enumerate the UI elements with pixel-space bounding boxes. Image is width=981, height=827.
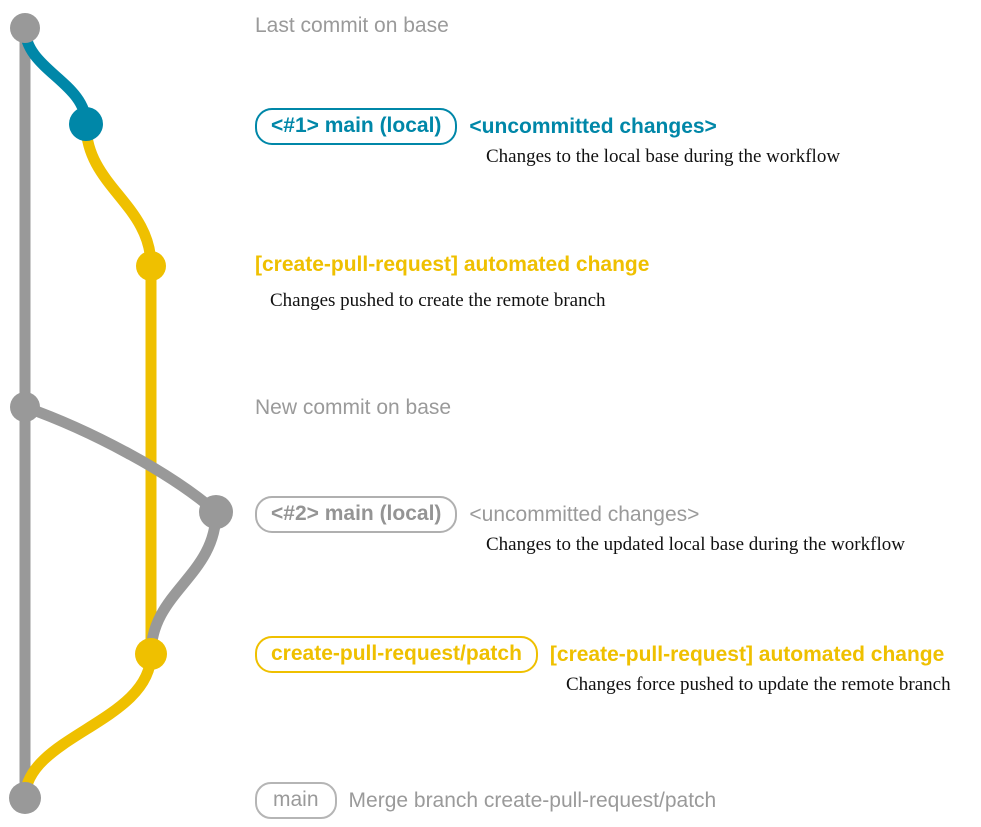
row-local-change-1: <#1> main (local) <uncommitted changes> (255, 108, 717, 146)
commit-subject-merge: Merge branch create-pull-request/patch (348, 788, 717, 812)
commit-subject-automated-change-2: [create-pull-request] automated change (549, 642, 945, 666)
node-base-merge (9, 782, 41, 814)
row-automated-change-2: create-pull-request/patch [create-pull-r… (255, 636, 945, 674)
row-merge-commit: main Merge branch create-pull-request/pa… (255, 782, 717, 820)
edge-patch2-to-merge (19, 648, 157, 804)
headline-last-commit-on-base: Last commit on base (255, 14, 449, 37)
commit-nodes (9, 13, 233, 814)
commit-description-4: Changes force pushed to update the remot… (566, 674, 951, 695)
row-local-change-2: <#2> main (local) <uncommitted changes> (255, 496, 700, 534)
commit-subject-uncommitted-2: <uncommitted changes> (469, 502, 700, 526)
headline-new-commit-on-base: New commit on base (255, 396, 452, 419)
node-base-last (10, 13, 40, 43)
headline-automated-change-1: [create-pull-request] automated change (255, 253, 650, 276)
node-automated-change-2 (135, 638, 167, 670)
edge-base-to-local2 (19, 401, 222, 518)
commit-subject-uncommitted-1: <uncommitted changes> (469, 114, 717, 138)
branch-pill-main-local-2[interactable]: <#2> main (local) (255, 496, 458, 534)
commit-description-1: Changes to the local base during the wor… (486, 146, 841, 167)
edge-local1-to-patch1 (80, 118, 157, 272)
node-base-new (10, 392, 40, 422)
branch-pill-create-pull-request-patch[interactable]: create-pull-request/patch (255, 636, 538, 674)
branch-pill-main[interactable]: main (255, 782, 337, 820)
edge-local2-to-patch2 (145, 506, 222, 660)
node-automated-change-1 (136, 251, 166, 281)
commit-description-3: Changes to the updated local base during… (486, 534, 905, 555)
branch-pill-main-local-1[interactable]: <#1> main (local) (255, 108, 458, 146)
node-local-uncommitted-2 (199, 495, 233, 529)
commit-description-2: Changes pushed to create the remote bran… (270, 290, 606, 311)
node-local-uncommitted-1 (69, 107, 103, 141)
